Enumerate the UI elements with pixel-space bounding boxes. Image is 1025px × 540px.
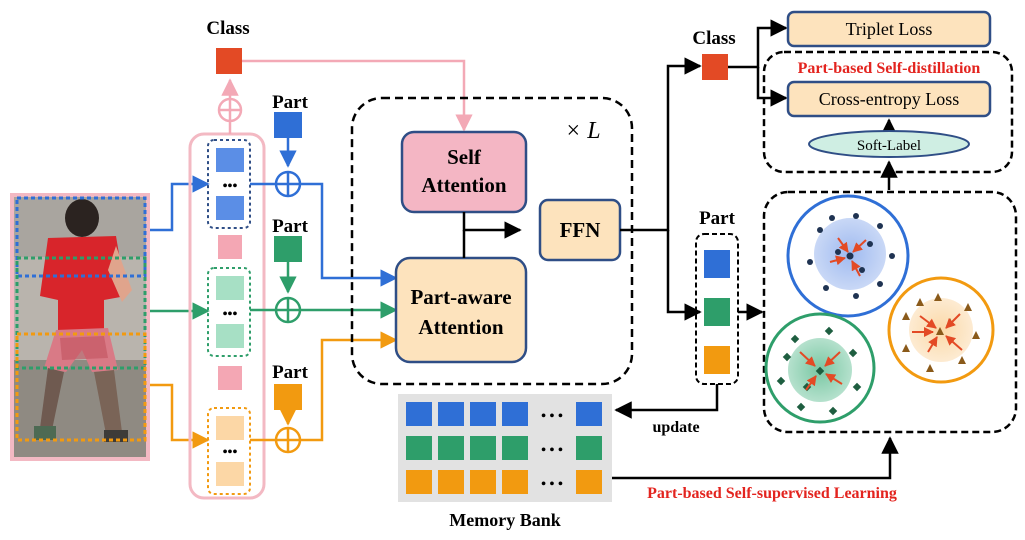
- part-region-orange: [15, 332, 147, 442]
- arrow-ffn-to-class: [620, 57, 702, 232]
- cross-entropy-loss-box: [786, 80, 992, 118]
- part-token-blue: [274, 112, 302, 138]
- soft-label-text: Soft-Label: [857, 138, 921, 154]
- memory-row-blue-ellipsis: • • •: [541, 409, 563, 424]
- self-supervised-label: Part-based Self-supervised Learning: [647, 485, 897, 502]
- arrow-class-to-self-attention: [242, 59, 473, 132]
- part-label-bot: Part: [272, 362, 309, 383]
- separator-token: [218, 366, 242, 390]
- part-label-mid: Part: [272, 216, 309, 237]
- part-tokens-right-group: [695, 233, 739, 385]
- self-distillation-label: Part-based Self-distillation: [798, 60, 981, 77]
- part-token-orange: [274, 384, 302, 410]
- arrow-class-to-triplet: [728, 19, 788, 69]
- memory-row-blue: [406, 402, 602, 426]
- arrow-ffn-to-part: [666, 230, 702, 321]
- green-cluster: [764, 312, 876, 424]
- self-attention-label-1: Self: [447, 145, 482, 169]
- part-token-right-green: [704, 298, 730, 326]
- green-token-ellipsis: •••: [223, 307, 238, 322]
- arrow-class-to-cross-entropy: [756, 67, 788, 107]
- arrow-self-attention-to-ffn: [462, 212, 522, 239]
- arrow-image-to-orange-tokens: [150, 383, 210, 449]
- arrow-image-to-blue-tokens: [150, 175, 210, 232]
- update-label: update: [652, 419, 699, 436]
- part-region-blue: [15, 196, 147, 278]
- part-aware-label-2: Attention: [418, 315, 503, 339]
- orange-cluster: [887, 276, 995, 384]
- class-token-left: [216, 48, 242, 74]
- green-token: [216, 276, 244, 300]
- self-attention-label-2: Attention: [421, 173, 506, 197]
- blue-token: [216, 196, 244, 220]
- orange-token-ellipsis: •••: [223, 445, 238, 460]
- class-token-right: [702, 54, 728, 80]
- input-person-image: [10, 193, 150, 461]
- part-token-right-orange: [704, 346, 730, 374]
- triplet-loss-box: [786, 10, 992, 48]
- self-attention-box: [400, 130, 528, 214]
- part-token-right-blue: [704, 250, 730, 278]
- repeat-l-label: × L: [565, 118, 601, 144]
- memory-row-green-ellipsis: • • •: [541, 443, 563, 458]
- token-panel: ••• ••• •••: [188, 132, 266, 500]
- separator-token: [218, 235, 242, 259]
- transformer-block: [350, 96, 634, 386]
- part-aware-label-1: Part-aware: [410, 285, 511, 309]
- memory-row-orange-ellipsis: • • •: [541, 477, 563, 492]
- cross-entropy-loss-label: Cross-entropy Loss: [819, 89, 960, 109]
- part-token-green: [274, 236, 302, 262]
- part-label-top: Part: [272, 92, 309, 113]
- green-token: [216, 324, 244, 348]
- soft-label-pill: [808, 130, 970, 158]
- class-label-right: Class: [692, 28, 735, 49]
- part-region-green: [15, 256, 147, 370]
- class-label-left: Class: [206, 18, 249, 39]
- green-token-group: [207, 267, 251, 357]
- blue-cluster: [786, 194, 910, 318]
- orange-token: [216, 416, 244, 440]
- orange-token-group: [207, 407, 251, 495]
- blue-token-ellipsis: •••: [223, 179, 238, 194]
- clusters-block: [762, 190, 1018, 434]
- orange-token: [216, 462, 244, 486]
- memory-row-green: [406, 436, 602, 460]
- triplet-loss-label: Triplet Loss: [846, 19, 933, 39]
- ffn-label: FFN: [560, 218, 601, 242]
- arrow-orange-to-part-aware: [300, 331, 398, 442]
- arrow-memory-to-clusters: [612, 436, 899, 480]
- arrow-update-memory: [614, 384, 719, 419]
- part-aware-attention-box: [394, 256, 528, 364]
- blue-token: [216, 148, 244, 172]
- part-label-right: Part: [699, 208, 736, 229]
- memory-bank-label: Memory Bank: [449, 510, 561, 530]
- memory-row-orange: [406, 470, 602, 494]
- arrow-blue-to-part-aware: [300, 182, 398, 287]
- blue-token-group: [207, 139, 251, 229]
